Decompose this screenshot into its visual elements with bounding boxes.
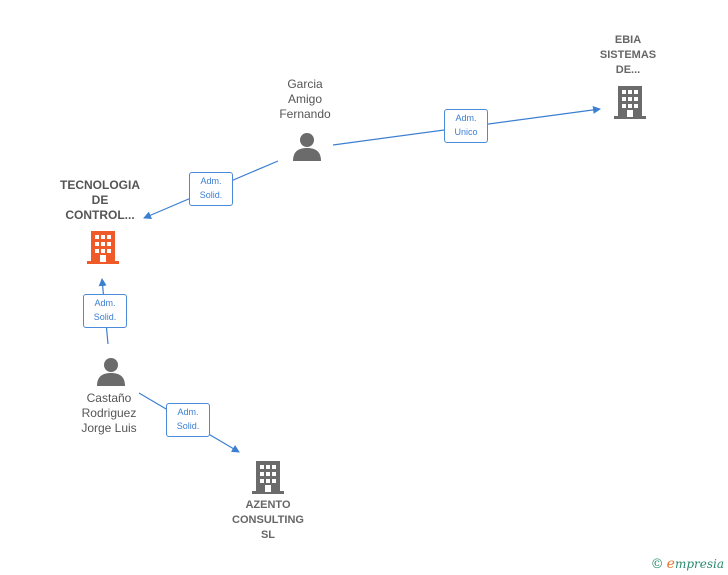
company-label-azento[interactable]: AZENTO CONSULTING SL	[232, 499, 304, 541]
company-label-ebia[interactable]: EBIA SISTEMAS DE...	[599, 34, 657, 76]
edge-label-garcia-ebia: Adm. Unico	[444, 109, 488, 143]
person-icon[interactable]	[292, 131, 322, 161]
company-label-tecnologia[interactable]: TECNOLOGIA DE CONTROL...	[60, 178, 140, 222]
edge-label-garcia-tecnologia: Adm. Solid.	[189, 172, 233, 206]
person-icon[interactable]	[96, 356, 126, 386]
brand-initial: e	[666, 556, 675, 572]
edge-label-castano-tecnologia: Adm. Solid.	[83, 294, 127, 328]
edge-label-castano-azento: Adm. Solid.	[166, 403, 210, 437]
brand-name: mpresia	[674, 557, 724, 571]
person-label-garcia[interactable]: Garcia Amigo Fernando	[279, 77, 331, 121]
copyright-icon: ©	[650, 557, 664, 572]
building-icon[interactable]	[252, 459, 284, 494]
building-icon[interactable]	[87, 229, 119, 264]
brand-logo: ©empresia	[651, 556, 724, 572]
building-icon[interactable]	[614, 84, 646, 119]
person-label-castano[interactable]: Castaño Rodriguez Jorge Luis	[81, 391, 137, 435]
